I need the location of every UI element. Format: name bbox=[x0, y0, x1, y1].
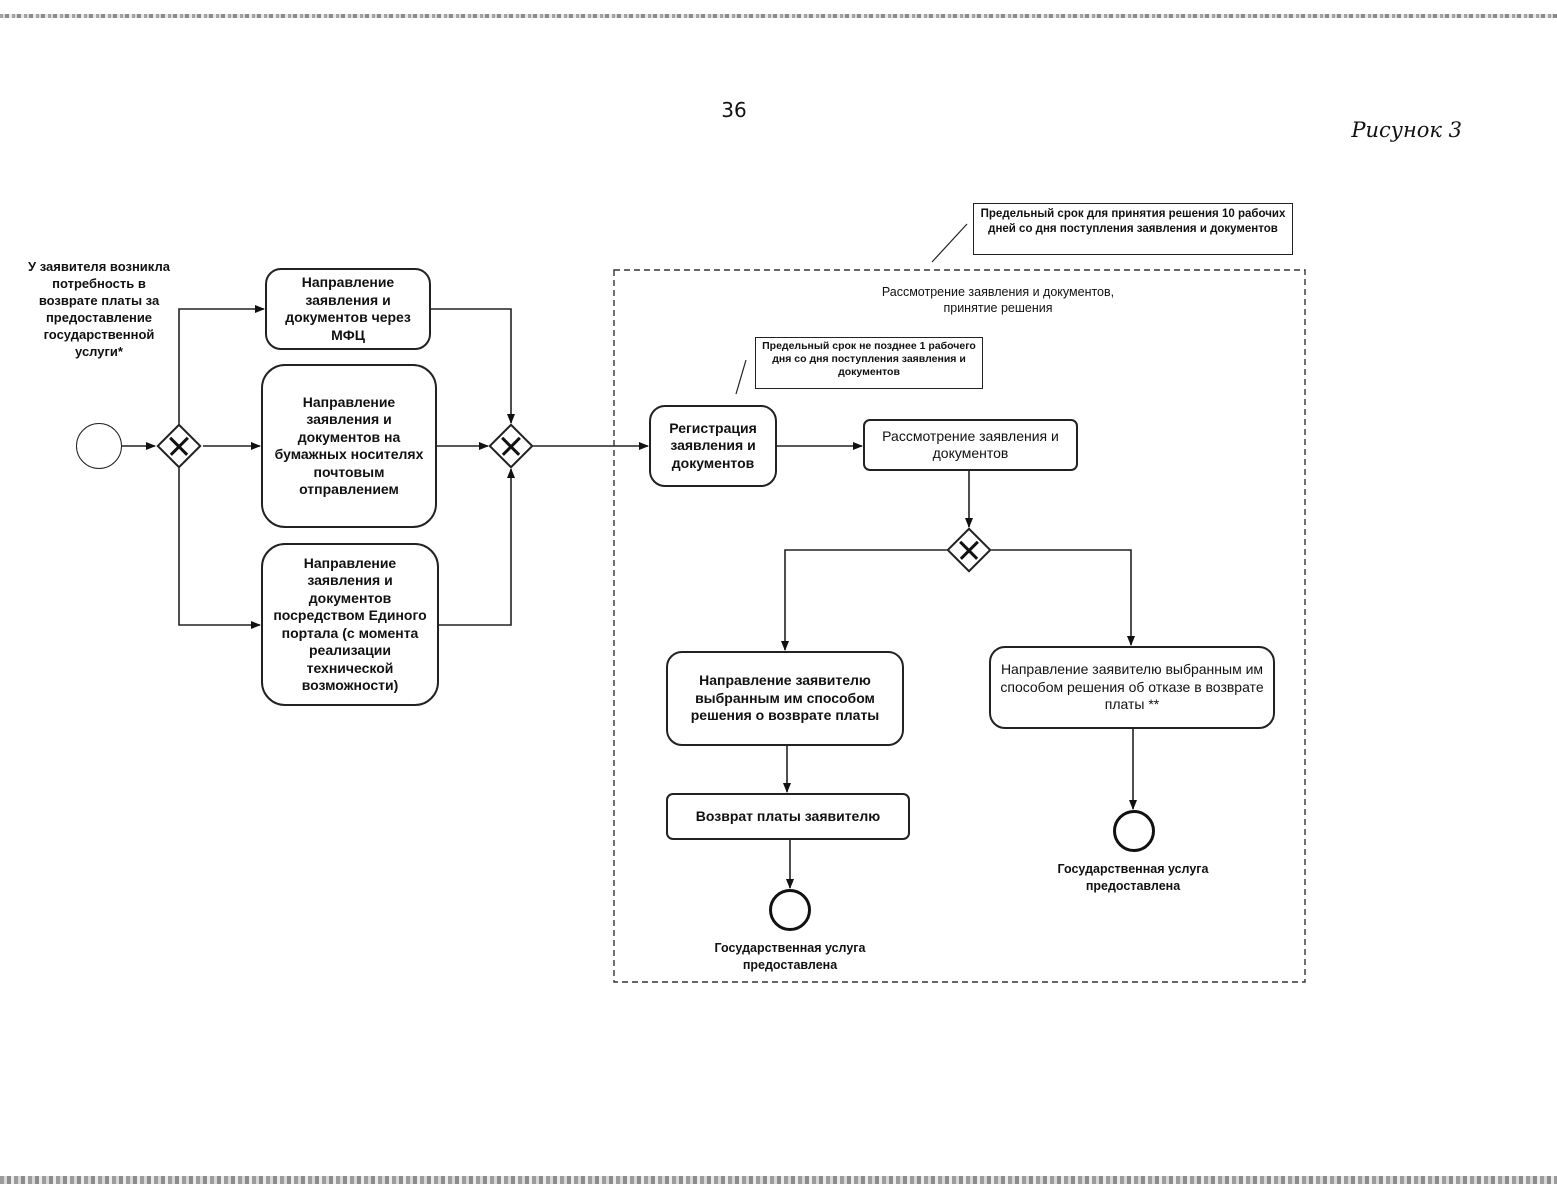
review-group-boundary bbox=[613, 269, 1306, 983]
page-bottom-border bbox=[0, 1176, 1557, 1184]
flow-decision-to-refund bbox=[781, 549, 947, 651]
figure-label: Рисунок 3 bbox=[1351, 118, 1462, 142]
flow-mfc-to-merge bbox=[431, 308, 515, 424]
task-submit-via-unified-portal: Направление заявления и документов посре… bbox=[261, 543, 439, 706]
association-registration-deadline bbox=[735, 359, 747, 395]
flow-split-to-mfc bbox=[178, 305, 265, 424]
task-refund-payment: Возврат платы заявителю bbox=[666, 793, 910, 840]
decision-deadline-note: Предельный срок для принятия решения 10 … bbox=[973, 203, 1293, 255]
flow-decision-to-refusal bbox=[991, 549, 1135, 646]
flow-split-to-portal bbox=[178, 468, 261, 629]
task-refund-decision: Направление заявителю выбранным им спосо… bbox=[666, 651, 904, 746]
start-event bbox=[76, 423, 122, 469]
end-event-refund bbox=[769, 889, 811, 931]
task-submit-via-paper-mail: Направление заявления и документов на бу… bbox=[261, 364, 437, 528]
registration-deadline-note: Предельный срок не позднее 1 рабочего дн… bbox=[755, 337, 983, 389]
task-submit-via-mfc: Направление заявления и документов через… bbox=[265, 268, 431, 350]
end-event-refusal-label: Государственная услуга предоставлена bbox=[1057, 862, 1209, 893]
task-registration: Регистрация заявления и документов bbox=[649, 405, 777, 487]
start-event-label: У заявителя возникла потребность в возвр… bbox=[28, 259, 170, 359]
task-refusal-decision: Направление заявителю выбранным им спосо… bbox=[989, 646, 1275, 729]
page-top-border bbox=[0, 14, 1557, 18]
review-group-title: Рассмотрение заявления и документов, при… bbox=[881, 285, 1115, 315]
task-review: Рассмотрение заявления и документов bbox=[863, 419, 1078, 471]
flow-portal-to-merge bbox=[438, 468, 515, 626]
end-event-refusal bbox=[1113, 810, 1155, 852]
end-event-refund-label: Государственная услуга предоставлена bbox=[714, 941, 866, 972]
association-decision-deadline bbox=[931, 223, 968, 263]
page-number: 36 bbox=[721, 98, 747, 122]
